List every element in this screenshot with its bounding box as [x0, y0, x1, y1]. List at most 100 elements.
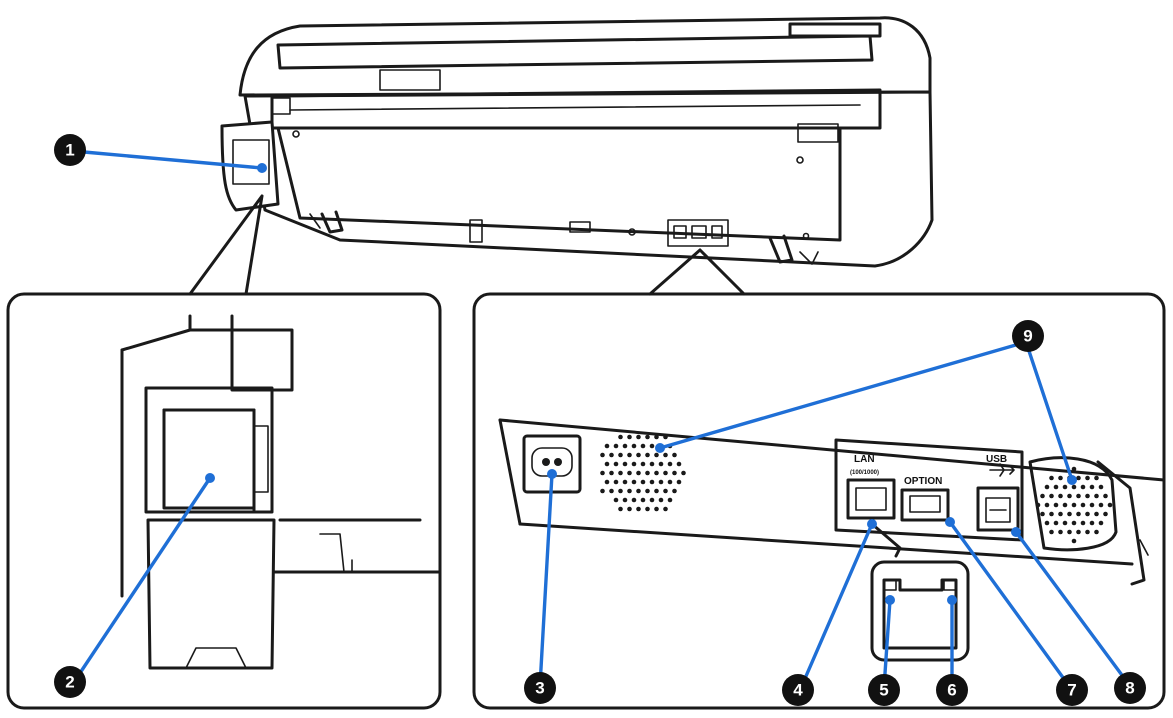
vent-hole	[1080, 520, 1086, 526]
vent-hole	[600, 452, 605, 458]
vent-hole	[645, 470, 650, 476]
callout-3: 3	[524, 672, 556, 704]
vent-hole	[1098, 502, 1104, 508]
callout-7-number: 7	[1067, 681, 1076, 700]
callout-5-number: 5	[879, 681, 888, 700]
vent-hole	[1103, 493, 1108, 499]
left-detail-panel	[6, 194, 442, 710]
vent-hole	[631, 443, 637, 449]
vent-hole	[1053, 520, 1059, 526]
printer-body	[220, 16, 934, 268]
vent-hole	[604, 443, 610, 449]
vent-hole	[1058, 475, 1063, 481]
vent-hole	[640, 497, 646, 503]
callout-3-number: 3	[535, 679, 544, 698]
vent-hole	[1089, 520, 1095, 526]
vent-hole	[649, 443, 655, 449]
vent-hole	[631, 479, 637, 485]
callout-2: 2	[54, 666, 86, 698]
vent-hole	[627, 452, 632, 458]
usb-port	[976, 486, 1020, 532]
vent-hole	[667, 497, 673, 503]
vent-hole	[1085, 475, 1090, 481]
vent-hole	[622, 479, 628, 485]
vent-hole	[645, 452, 650, 458]
vent-hole	[618, 470, 623, 476]
vent-hole	[618, 488, 623, 494]
vent-hole	[622, 497, 628, 503]
vent-hole	[1067, 493, 1072, 499]
vent-hole	[1076, 493, 1081, 499]
vent-hole	[1071, 502, 1077, 508]
vent-hole	[1049, 493, 1054, 499]
callout-9: 9	[1012, 320, 1044, 352]
vent-hole	[1098, 520, 1104, 526]
vent-hole	[1094, 529, 1099, 535]
vent-hole	[636, 506, 641, 512]
vent-hole	[649, 479, 655, 485]
callout-4: 4	[782, 674, 814, 706]
vent-hole	[613, 443, 619, 449]
vent-hole	[663, 506, 668, 512]
vent-hole	[604, 461, 610, 467]
leader-lines	[72, 150, 1132, 692]
lan-speed-label: (100/1000)	[850, 470, 879, 476]
vent-hole	[667, 461, 673, 467]
vent-hole	[654, 470, 659, 476]
vent-hole	[645, 506, 650, 512]
vent-hole	[1067, 529, 1072, 535]
vent-hole	[600, 488, 605, 494]
vent-hole	[1058, 529, 1063, 535]
callout-1: 1	[54, 134, 86, 166]
vent-hole	[631, 461, 637, 467]
vent-hole	[636, 470, 641, 476]
vent-hole	[645, 488, 650, 494]
option-port	[900, 488, 950, 522]
vent-hole	[609, 488, 614, 494]
vent-hole	[672, 452, 677, 458]
vent-hole	[1049, 529, 1054, 535]
vent-hole	[658, 479, 664, 485]
vent-hole	[1089, 484, 1095, 490]
vent-hole	[1076, 511, 1081, 517]
callout-8: 8	[1114, 672, 1146, 704]
usb-label: USB	[986, 454, 1007, 465]
vent-hole	[1080, 484, 1086, 490]
vent-hole	[627, 506, 632, 512]
vent-hole	[1080, 502, 1086, 508]
callout-6-number: 6	[947, 681, 956, 700]
vent-hole	[1053, 502, 1059, 508]
vent-hole	[654, 488, 659, 494]
vent-hole	[649, 461, 655, 467]
vent-hole	[1076, 475, 1081, 481]
vent-hole	[1071, 466, 1077, 472]
vent-hole	[613, 461, 619, 467]
vent-hole	[1049, 475, 1054, 481]
vent-hole	[663, 488, 668, 494]
lan-label: LAN	[854, 454, 875, 465]
vent-hole	[1085, 529, 1090, 535]
vent-hole	[1085, 493, 1090, 499]
vent-hole	[1071, 520, 1077, 526]
vent-hole	[622, 443, 628, 449]
vent-hole	[1071, 484, 1077, 490]
vent-hole	[1049, 511, 1054, 517]
callout-7: 7	[1056, 674, 1088, 706]
vent-hole	[613, 479, 619, 485]
vent-hole	[654, 452, 659, 458]
lan-port-zoom	[870, 560, 970, 662]
vent-hole	[640, 461, 646, 467]
callout-5: 5	[868, 674, 900, 706]
vent-hole	[1098, 484, 1104, 490]
vent-hole	[658, 461, 664, 467]
vent-hole	[1089, 502, 1095, 508]
vent-hole	[618, 434, 623, 440]
vent-hole	[1071, 538, 1077, 544]
vent-hole	[681, 470, 686, 476]
vent-hole	[1094, 493, 1099, 499]
lan-port	[846, 478, 896, 520]
vent-hole	[672, 470, 677, 476]
vent-hole	[676, 461, 682, 467]
vent-hole	[1103, 511, 1108, 517]
